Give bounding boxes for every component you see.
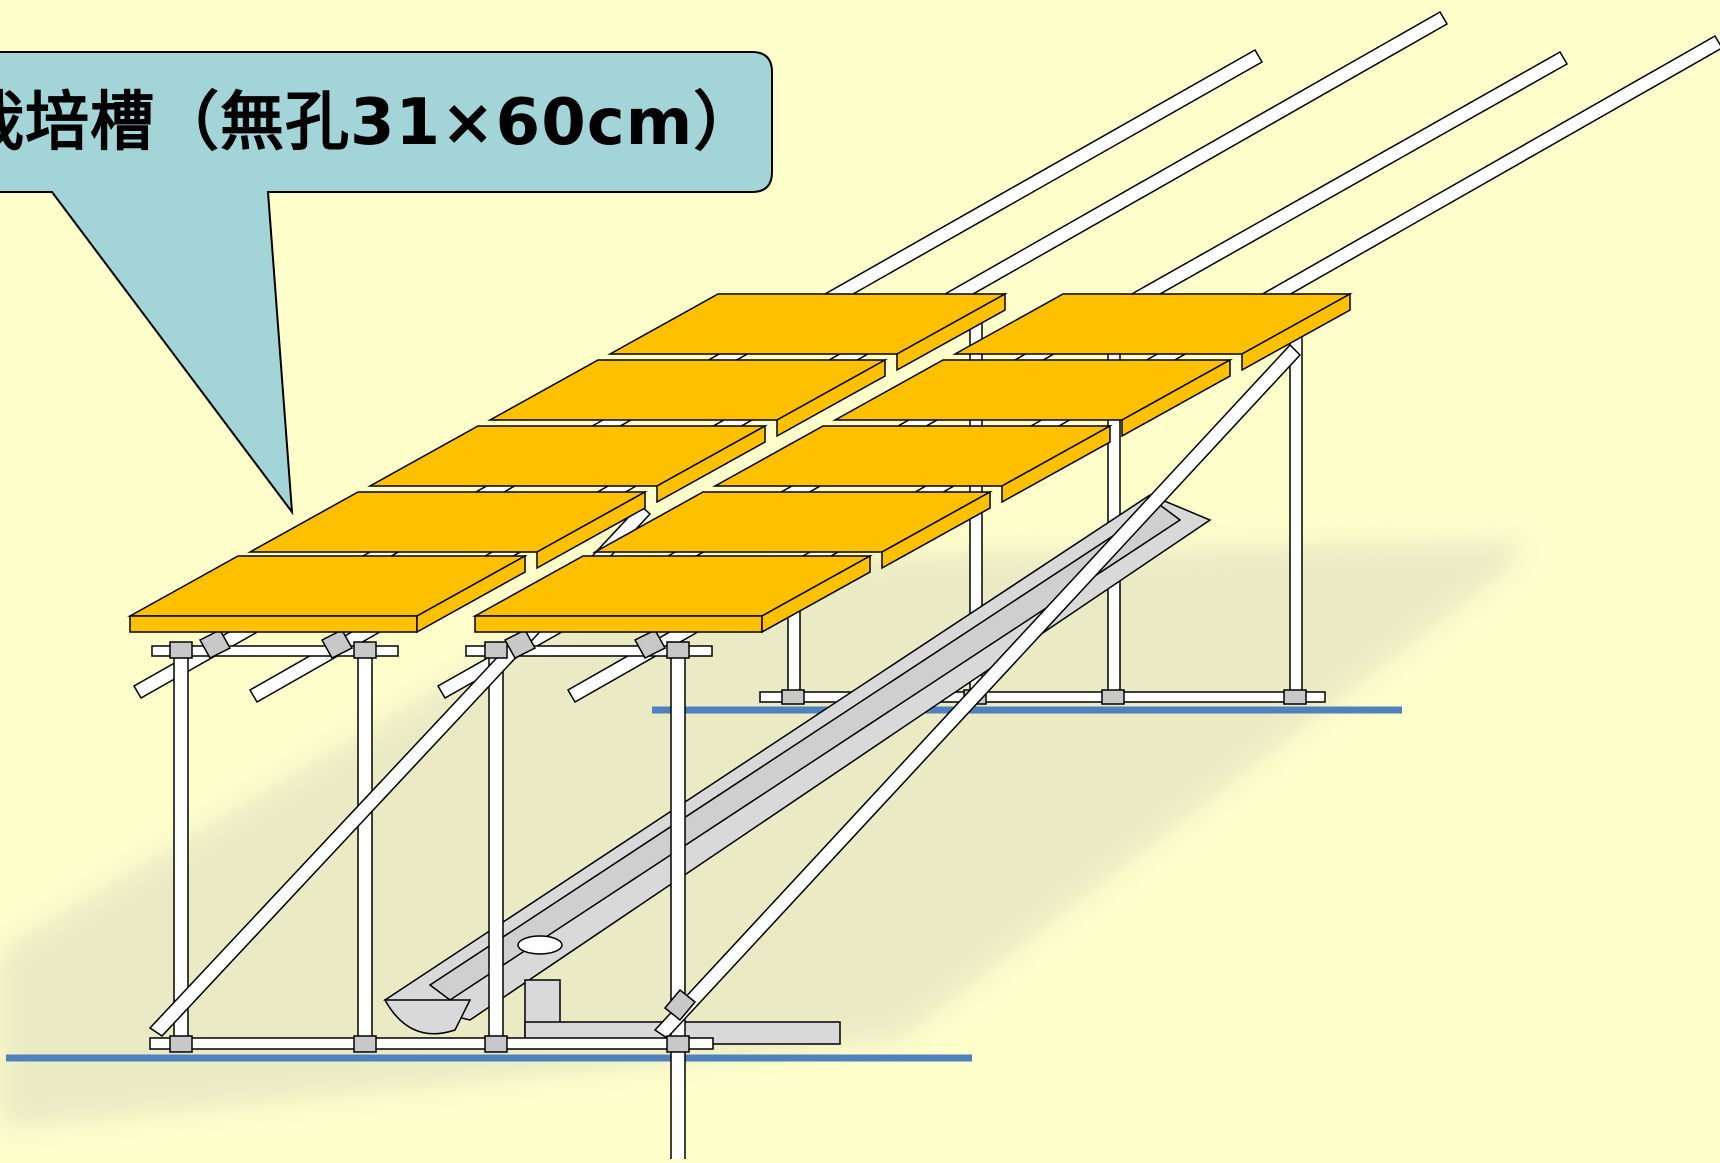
tray-left-5 (607, 292, 1008, 372)
tray-right-2 (592, 490, 993, 570)
tray-left-1 (127, 554, 528, 634)
tray-left-2 (247, 490, 648, 570)
tray-right-3 (712, 424, 1113, 504)
tray-right-4 (832, 358, 1233, 438)
near-frame (148, 320, 1302, 1161)
callout-label: 栽培槽（無孔31×60cm） (0, 86, 759, 160)
drain-gutter (383, 494, 1212, 1045)
tray-right-1 (472, 554, 873, 634)
callout-bubble (0, 51, 773, 516)
cultivation-trays (127, 292, 1353, 634)
tray-left-3 (367, 424, 768, 504)
tray-right-5 (952, 292, 1353, 372)
tray-left-4 (487, 358, 888, 438)
ground-shadow (0, 540, 1520, 1130)
